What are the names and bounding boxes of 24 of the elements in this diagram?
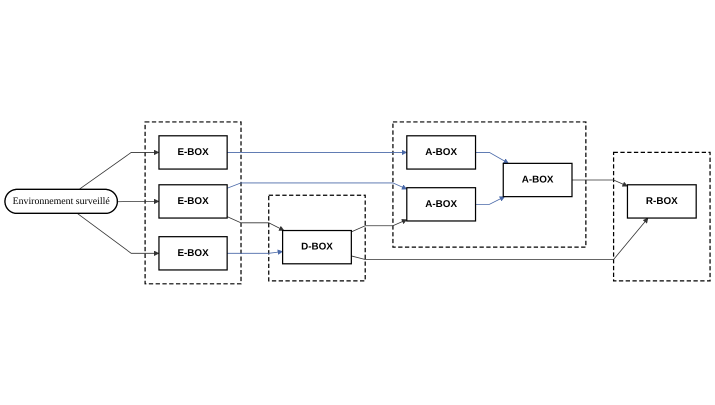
node-box: E-BOX (158, 236, 228, 270)
arrow (350, 217, 648, 260)
arrow (226, 216, 284, 230)
arrow (572, 179, 628, 186)
node-box: E-BOX (158, 134, 228, 170)
arrow (475, 196, 505, 204)
arrow (78, 149, 160, 190)
cluster (268, 194, 366, 282)
arrow (226, 249, 283, 254)
cluster (392, 120, 586, 248)
node-box: A-BOX (502, 162, 573, 197)
node-box: R-BOX (626, 184, 697, 218)
cluster (144, 120, 242, 284)
arrow (77, 212, 160, 256)
arrow (226, 182, 408, 190)
node-box: A-BOX (406, 186, 476, 222)
arrow (350, 218, 408, 232)
arrow (117, 198, 160, 204)
node-box: D-BOX (282, 230, 352, 264)
arrow (475, 152, 509, 164)
node-box: E-BOX (158, 184, 228, 218)
arrow (226, 149, 408, 155)
node-box: A-BOX (406, 134, 476, 170)
cluster (612, 151, 711, 282)
